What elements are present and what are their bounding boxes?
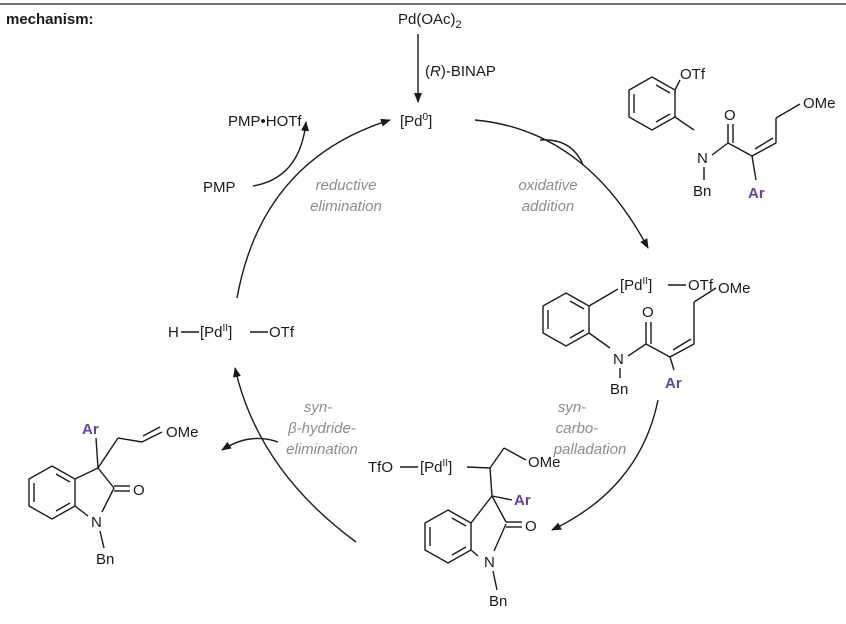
svg-text:OTf: OTf <box>680 66 706 83</box>
svg-text:Ar: Ar <box>748 185 765 202</box>
byproduct-label: PMP•HOTf <box>228 113 302 130</box>
step-hydride-2: β-hydride- <box>287 420 356 437</box>
svg-text:N: N <box>697 150 708 167</box>
svg-text:Ar: Ar <box>665 375 682 392</box>
precatalyst-label: Pd(OAc)2 <box>398 11 462 31</box>
product-release-arc <box>221 437 279 451</box>
step-reductive-2: elimination <box>310 198 382 215</box>
svg-text:O: O <box>525 518 537 535</box>
svg-text:Bn: Bn <box>693 183 711 200</box>
svg-text:OMe: OMe <box>718 280 751 297</box>
svg-text:OMe: OMe <box>166 424 199 441</box>
base-arc <box>252 121 310 187</box>
hydride-complex: H [PdII] OTf <box>168 323 295 341</box>
step-hydride-3: elimination <box>286 441 358 458</box>
mechanism-heading: mechanism: <box>6 11 94 28</box>
oxindole-product: Ar OMe O N Bn <box>28 421 199 568</box>
svg-text:[PdII]: [PdII] <box>620 276 652 294</box>
svg-text:N: N <box>484 554 495 571</box>
step-oxidative-1: oxidative <box>518 177 577 194</box>
svg-text:[PdII]: [PdII] <box>200 323 232 341</box>
carbopalladation-arc <box>551 399 659 531</box>
svg-text:N: N <box>613 351 624 368</box>
svg-text:TfO: TfO <box>368 459 393 476</box>
step-carbo-2: carbo- <box>556 420 599 437</box>
alkylpalladium-intermediate: TfO [PdII] OMe Ar O N Bn <box>368 447 561 610</box>
step-carbo-3: palladation <box>553 441 627 458</box>
svg-text:OMe: OMe <box>528 454 561 471</box>
svg-text:[PdII]: [PdII] <box>420 458 452 476</box>
oxidative-addition-complex: [PdII] OTf N Bn O Ar OMe <box>542 276 751 398</box>
base-label: PMP <box>203 179 236 196</box>
svg-text:Ar: Ar <box>514 492 531 509</box>
svg-text:N: N <box>91 514 102 531</box>
step-reductive-1: reductive <box>316 177 377 194</box>
step-hydride-1: syn- <box>304 399 332 416</box>
svg-text:O: O <box>642 304 654 321</box>
reductive-elimination-arc <box>236 118 391 299</box>
svg-text:OTf: OTf <box>269 324 295 341</box>
beta-hydride-arc <box>233 367 357 543</box>
step-oxidative-2: addition <box>522 198 575 215</box>
pd0-catalyst: [Pd0] <box>400 112 432 130</box>
svg-text:H: H <box>168 324 179 341</box>
ligand-label: (R)-BINAP <box>425 63 496 80</box>
svg-text:Bn: Bn <box>489 593 507 610</box>
svg-text:O: O <box>724 107 736 124</box>
svg-text:OTf: OTf <box>688 277 714 294</box>
svg-text:O: O <box>133 482 145 499</box>
substrate-entry-arc <box>539 139 584 166</box>
svg-text:OMe: OMe <box>803 95 836 112</box>
svg-text:Bn: Bn <box>96 551 114 568</box>
svg-text:Bn: Bn <box>610 381 628 398</box>
svg-text:Ar: Ar <box>82 421 99 438</box>
substrate-molecule: OTf N Bn O Ar OMe <box>628 66 836 202</box>
oxidative-addition-arc <box>474 119 649 249</box>
step-carbo-1: syn- <box>558 399 586 416</box>
